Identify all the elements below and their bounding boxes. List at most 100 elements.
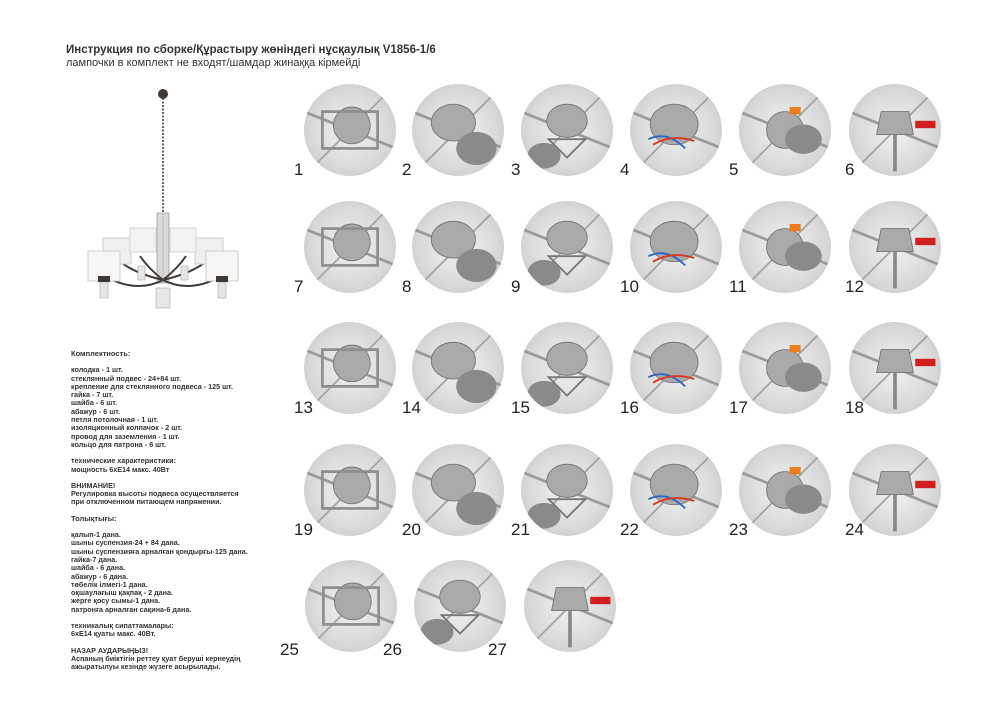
step-photo [412,201,504,293]
step-image-11 [735,197,835,297]
step-number-12: 12 [845,277,864,296]
step-number-5: 5 [729,160,739,179]
kz-item: оқшаулағыш қақпақ - 2 дана. [71,588,173,598]
step-number-14: 14 [402,398,421,417]
kz-warning-line: Аспаның биіктігін реттеу қуат беруші кер… [71,653,241,663]
ru-warning-line: Регулировка высоты подвеса осуществляетс… [71,489,239,499]
ru-contents-heading: Комплектность: [71,349,131,358]
step-image-2 [408,80,508,180]
step-photo [739,84,831,176]
ru-tech-heading: технические характеристики: [71,456,176,466]
step-number-2: 2 [402,160,412,179]
ru-item: гайка - 7 шт. [71,390,114,400]
ru-item: изоляционный колпачок - 2 шт. [71,423,183,433]
ru-item: шайба - 6 шт. [71,398,118,408]
kz-item: қалып-1 дана. [71,530,121,540]
title-block: Инструкция по сборке/Құрастыру жөніндегі… [66,44,486,69]
step-photo [849,444,941,536]
step-image-17 [735,318,835,418]
kz-warning-heading: НАЗАР АУДАРЫҢЫЗ! [71,645,149,655]
step-image-18 [845,318,945,418]
step-image-6 [845,80,945,180]
step-image-9 [517,197,617,297]
step-image-4 [626,80,726,180]
step-image-12 [845,197,945,297]
step-number-10: 10 [620,277,639,296]
kz-item: шайба - 6 дана. [71,563,126,573]
step-photo [305,560,397,652]
step-photo [304,322,396,414]
ru-tech-value: мощность 6xE14 макс. 40Вт [71,464,170,474]
step-photo [630,444,722,536]
step-photo [412,84,504,176]
kz-item: гайка-7 дана. [71,554,118,564]
kz-item: шыны суспензия-24 + 84 дана. [71,538,180,548]
step-photo [521,322,613,414]
step-image-14 [408,318,508,418]
step-photo [849,201,941,293]
step-number-18: 18 [845,398,864,417]
kz-item: жерге қосу сымы-1 дана. [71,596,161,606]
step-number-9: 9 [511,277,521,296]
step-number-15: 15 [511,398,530,417]
ru-item: абажур - 6 шт. [71,406,121,416]
step-image-7 [300,197,400,297]
step-image-19 [300,440,400,540]
step-number-25: 25 [280,640,299,659]
step-number-7: 7 [294,277,304,296]
step-number-19: 19 [294,520,313,539]
specification-block: Комплектность: колодка - 1 шт. стеклянны… [71,349,271,672]
step-photo [521,444,613,536]
step-photo [414,560,506,652]
step-image-16 [626,318,726,418]
step-number-16: 16 [620,398,639,417]
ru-item: петля потолочная - 1 шт. [71,415,159,425]
step-number-22: 22 [620,520,639,539]
step-number-23: 23 [729,520,748,539]
step-photo [304,84,396,176]
step-photo [304,201,396,293]
step-photo [521,84,613,176]
kz-item: абажур - 6 дана. [71,571,129,581]
kz-contents-heading: Толықтығы: [71,513,117,523]
step-image-22 [626,440,726,540]
kz-warning-line: ажыратылуы кезінде жүзеге асырылады. [71,662,221,672]
step-photo [521,201,613,293]
step-number-20: 20 [402,520,421,539]
kz-tech-value: 6xE14 қуаты макс. 40Вт. [71,629,156,639]
kz-item: шыны суспензияға арналған қондырғы-125 д… [71,546,248,556]
step-number-24: 24 [845,520,864,539]
ru-item: крепление для стеклянного подвеса - 125 … [71,381,233,391]
step-image-8 [408,197,508,297]
step-image-27 [410,556,510,656]
step-photo [739,201,831,293]
step-number-3: 3 [511,160,521,179]
chandelier-illustration [78,88,248,323]
kz-item: патронға арналған сақина-6 дана. [71,604,192,614]
step-photo [849,84,941,176]
step-image-1 [300,80,400,180]
page-title: Инструкция по сборке/Құрастыру жөніндегі… [66,44,436,56]
step-number-27: 27 [488,640,507,659]
step-photo [739,444,831,536]
step-number-4: 4 [620,160,630,179]
ru-warning-heading: ВНИМАНИЕ! [71,480,116,490]
step-photo [739,322,831,414]
step-number-1: 1 [294,160,304,179]
step-photo [630,84,722,176]
step-number-11: 11 [729,277,747,296]
step-number-21: 21 [511,520,530,539]
step-number-13: 13 [294,398,313,417]
ru-item: стеклянный подвес - 24+84 шт. [71,373,182,383]
step-image-5 [735,80,835,180]
step-photo [412,322,504,414]
step-image-25 [301,556,401,656]
ru-item: кольцо для патрона - 6 шт. [71,439,167,449]
step-photo [630,322,722,414]
step-photo [849,322,941,414]
ru-item: колодка - 1 шт. [71,365,123,375]
step-image-23 [735,440,835,540]
step-image-24 [845,440,945,540]
step-image-27-detail [520,556,620,656]
step-number-17: 17 [729,398,748,417]
